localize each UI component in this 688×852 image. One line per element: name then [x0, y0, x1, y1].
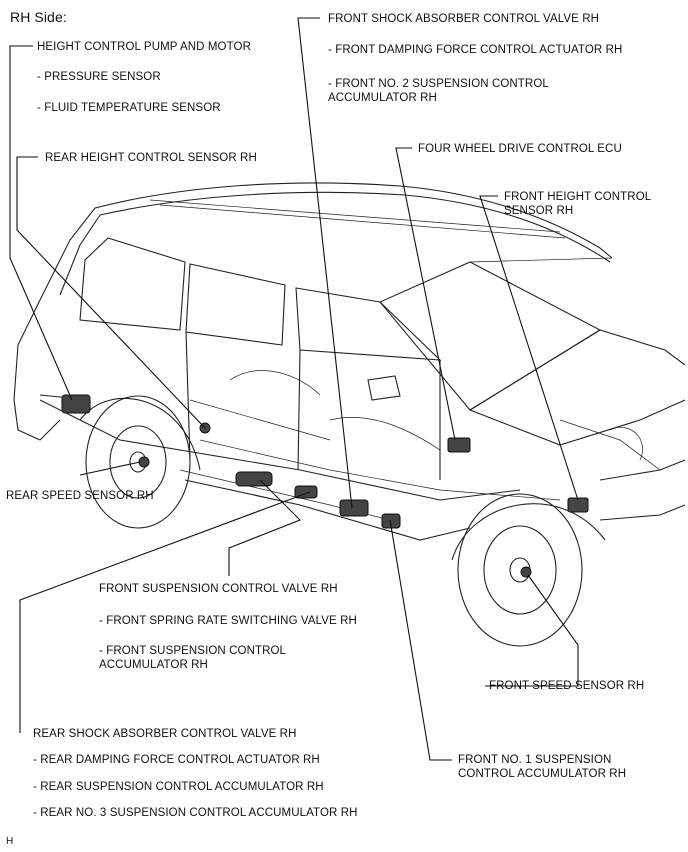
label-rear-speed-sensor: REAR SPEED SENSOR RH [6, 490, 154, 502]
label-front-spring-valve: - FRONT SPRING RATE SWITCHING VALVE RH [99, 615, 357, 627]
label-front-susp-accum-1: - FRONT SUSPENSION CONTROL [99, 645, 287, 657]
label-height-pump: HEIGHT CONTROL PUMP AND MOTOR [37, 41, 251, 53]
label-front-no2-accum-1: - FRONT NO. 2 SUSPENSION CONTROL [328, 78, 549, 90]
label-front-speed-sensor: FRONT SPEED SENSOR RH [489, 680, 645, 692]
front-speed-sensor-part [520, 566, 532, 578]
fwd-ecu-part [447, 437, 471, 453]
leader-lines [9, 17, 579, 761]
front-shock-valve-part [339, 499, 369, 517]
label-front-damping-actuator: - FRONT DAMPING FORCE CONTROL ACTUATOR R… [328, 44, 623, 56]
vehicle-body [13, 182, 686, 647]
label-fluid-temp-sensor: - FLUID TEMPERATURE SENSOR [37, 102, 221, 114]
label-front-height-sensor-1: FRONT HEIGHT CONTROL [504, 191, 652, 203]
page-title: RH Side: [10, 9, 67, 25]
label-front-susp-accum-2: ACCUMULATOR RH [99, 659, 208, 671]
label-front-susp-valve: FRONT SUSPENSION CONTROL VALVE RH [99, 583, 338, 595]
label-front-no1-accum-1: FRONT NO. 1 SUSPENSION [458, 754, 612, 766]
label-rear-shock-valve: REAR SHOCK ABSORBER CONTROL VALVE RH [33, 728, 297, 740]
label-fwd-ecu: FOUR WHEEL DRIVE CONTROL ECU [418, 143, 622, 155]
label-rear-susp-accum: - REAR SUSPENSION CONTROL ACCUMULATOR RH [33, 781, 324, 793]
components [61, 394, 589, 578]
label-front-shock-valve: FRONT SHOCK ABSORBER CONTROL VALVE RH [328, 13, 600, 25]
front-height-sensor-part [567, 497, 589, 513]
front-susp-valve-part [235, 471, 273, 487]
label-front-height-sensor-2: SENSOR RH [504, 205, 574, 217]
pump-motor-part [61, 394, 91, 414]
label-rear-no3-accum: - REAR NO. 3 SUSPENSION CONTROL ACCUMULA… [33, 807, 358, 819]
rear-speed-sensor-part [138, 456, 150, 468]
label-pressure-sensor: - PRESSURE SENSOR [37, 71, 161, 83]
figure-code: H [6, 836, 14, 847]
label-rear-damping-actuator: - REAR DAMPING FORCE CONTROL ACTUATOR RH [33, 754, 320, 766]
label-rear-height-sensor: REAR HEIGHT CONTROL SENSOR RH [45, 152, 257, 164]
label-front-no1-accum-2: CONTROL ACCUMULATOR RH [458, 768, 627, 780]
label-front-no2-accum-2: ACCUMULATOR RH [328, 92, 437, 104]
